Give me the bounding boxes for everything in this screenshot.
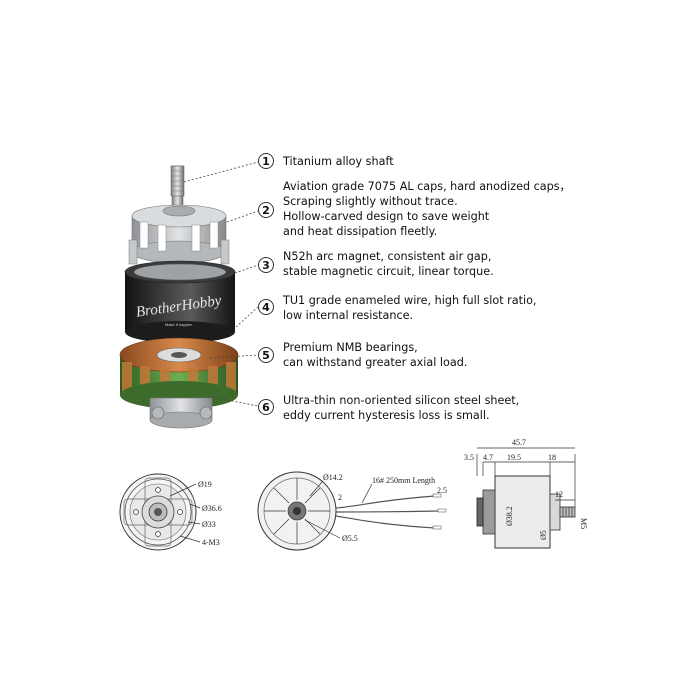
callout-6: 6 Ultra-thin non-oriented silicon steel … xyxy=(258,394,519,422)
motor-base xyxy=(149,397,213,429)
dim-label: 4-M3 xyxy=(202,538,220,547)
callout-text-line: eddy current hysteresis loss is small. xyxy=(283,409,490,422)
side-view-drawing: 45.7 3.5 4.7 19.5 18 12 Ø38.2 Ø5 M5 xyxy=(464,438,588,549)
callout-leaders xyxy=(183,161,259,407)
dim-label: 16# 250mm Length xyxy=(372,476,435,485)
callout-number: 5 xyxy=(262,349,270,362)
callout-number: 6 xyxy=(262,401,270,414)
dim-label: 19.5 xyxy=(507,453,521,462)
dim-label: Ø19 xyxy=(198,480,212,489)
callout-number-badge xyxy=(258,399,274,415)
dim-label: 18 xyxy=(548,453,556,462)
dim-label: 45.7 xyxy=(512,438,526,447)
callout-number-badge xyxy=(258,347,274,363)
callout-text-line: and heat dissipation fleetly. xyxy=(283,225,437,238)
dim-label: 2 xyxy=(338,493,342,502)
dim-label: 4.7 xyxy=(483,453,493,462)
dim-label: Ø36.6 xyxy=(202,504,222,513)
callout-number: 2 xyxy=(262,204,270,217)
aluminum-cap xyxy=(128,204,230,265)
callout-4: 4 TU1 grade enameled wire, high full slo… xyxy=(258,294,536,322)
dim-label: Ø5.5 xyxy=(342,534,358,543)
callout-number-badge xyxy=(258,257,274,273)
callout-text-line: Titanium alloy shaft xyxy=(282,155,394,168)
dim-label: 3.5 xyxy=(464,453,474,462)
callout-3: 3 N52h arc magnet, consistent air gap, s… xyxy=(258,250,494,278)
callout-text-line: stable magnetic circuit, linear torque. xyxy=(283,265,494,278)
dim-label: M5 xyxy=(579,518,588,529)
callout-text-line: low internal resistance. xyxy=(283,309,413,322)
callout-1: 1 Titanium alloy shaft xyxy=(258,153,394,169)
dim-label: Ø14.2 xyxy=(323,473,343,482)
callout-text-line: can withstand greater axial load. xyxy=(283,356,467,369)
callout-number-badge xyxy=(258,202,274,218)
exploded-motor: BrotherHobby Make it happen xyxy=(119,165,239,429)
callout-number: 1 xyxy=(262,155,270,168)
dim-label: Ø5 xyxy=(539,530,548,540)
magnet-bell: BrotherHobby Make it happen xyxy=(124,260,236,343)
callout-text-line: Scraping slightly without trace. xyxy=(283,195,458,208)
callout-text-line: Premium NMB bearings, xyxy=(283,341,418,354)
dim-label: 2.5 xyxy=(437,486,447,495)
dim-label: Ø38.2 xyxy=(505,506,514,526)
brand-slogan: Make it happen xyxy=(165,322,192,327)
dim-label: Ø33 xyxy=(202,520,216,529)
callout-5: 5 Premium NMB bearings, can withstand gr… xyxy=(258,341,467,369)
callout-text-line: Aviation grade 7075 AL caps, hard anodiz… xyxy=(283,180,571,193)
callout-text-line: Hollow-carved design to save weight xyxy=(283,210,490,223)
dim-label: 12 xyxy=(555,490,563,499)
callout-2: 2 Aviation grade 7075 AL caps, hard anod… xyxy=(258,180,571,238)
callout-number: 4 xyxy=(262,301,270,314)
front-view-drawing: Ø19 Ø36.6 Ø33 4-M3 xyxy=(119,473,222,551)
callout-number: 3 xyxy=(262,259,270,272)
rear-view-drawing: Ø14.2 16# 250mm Length 2 2.5 Ø5.5 xyxy=(257,471,447,551)
callout-text-line: N52h arc magnet, consistent air gap, xyxy=(283,250,491,263)
callout-text-line: TU1 grade enameled wire, high full slot … xyxy=(282,294,536,307)
callout-text-line: Ultra-thin non-oriented silicon steel sh… xyxy=(283,394,519,407)
callout-number-badge xyxy=(258,153,274,169)
callout-number-badge xyxy=(258,299,274,315)
